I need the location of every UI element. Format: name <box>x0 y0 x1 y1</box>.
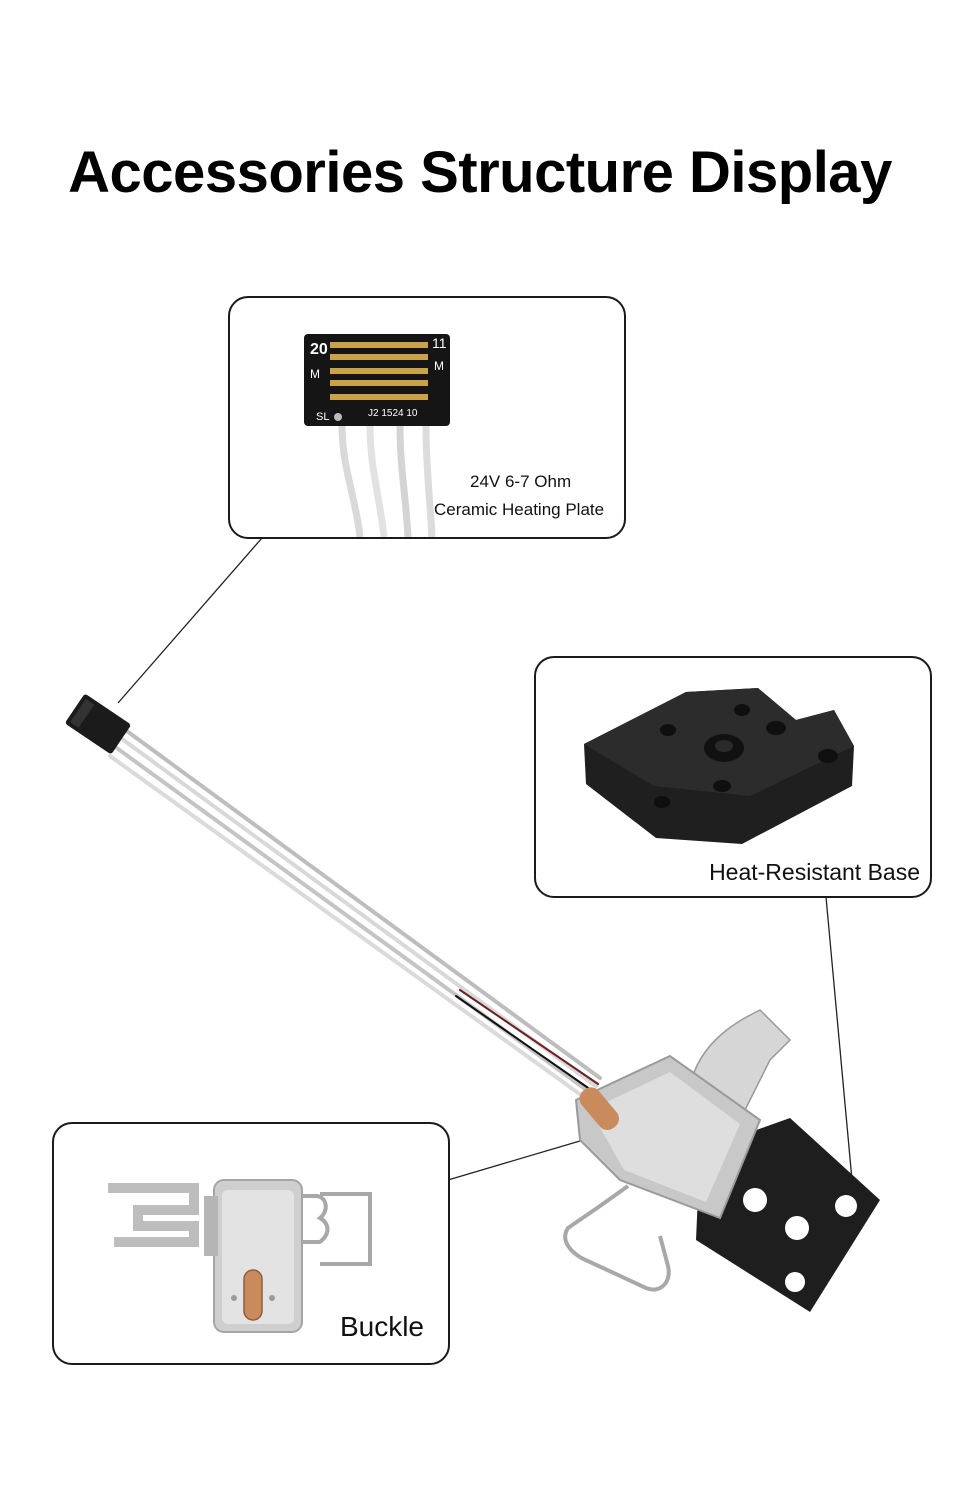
leader-line-heating <box>117 537 263 704</box>
connector-illustration: 20 11 M M SL J2 1524 10 <box>304 334 450 537</box>
pcb-label-j2: J2 1524 10 <box>368 408 418 419</box>
connector-plug <box>65 694 131 754</box>
pcb-label-m-right: M <box>434 359 444 373</box>
pcb-label-m-left: M <box>310 367 320 381</box>
callout-heat-resistant-base: Heat-Resistant Base <box>534 656 932 898</box>
heating-plate-spec: 24V 6-7 Ohm <box>470 472 572 491</box>
callout-heating-plate: 20 11 M M SL J2 1524 10 24V 6-7 Ohm Cera… <box>228 296 626 539</box>
leader-line-base <box>825 896 853 1181</box>
buckle-illustration <box>108 1179 372 1333</box>
wire-bundle <box>108 724 602 1102</box>
leader-line-buckle <box>447 1137 591 1181</box>
buckle-label: Buckle <box>339 1311 424 1342</box>
pcb-label-20: 20 <box>310 341 328 358</box>
callout-buckle: Buckle <box>52 1122 450 1365</box>
pcb-label-11: 11 <box>432 335 447 351</box>
pcb-label-sl: SL <box>316 411 329 423</box>
base-label: Heat-Resistant Base <box>709 859 920 885</box>
wire-loop <box>563 1184 671 1292</box>
heating-plate-name: Ceramic Heating Plate <box>434 500 605 519</box>
page-title: Accessories Structure Display <box>68 139 892 205</box>
base-illustration <box>584 688 854 844</box>
